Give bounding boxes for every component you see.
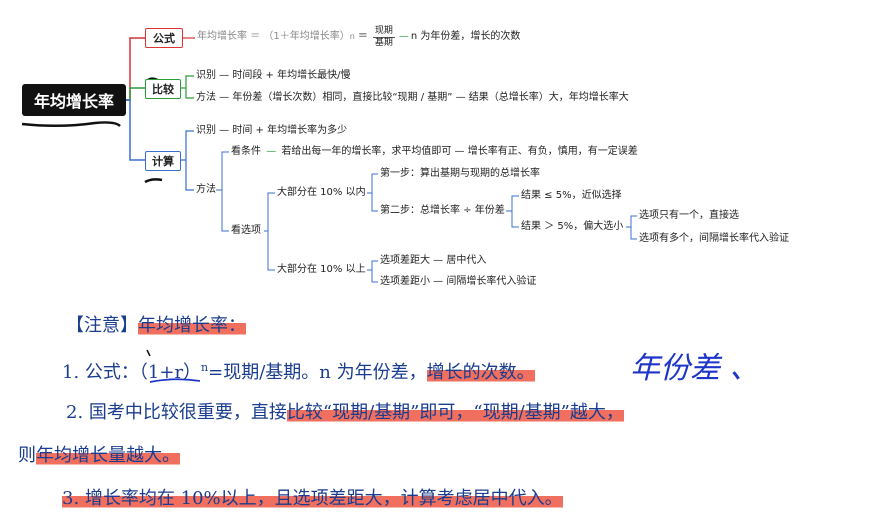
mindmap-root[interactable]: 年均增长率 [22,84,126,116]
formula-fraction: 现期 基期 [372,25,395,48]
note-line-4: 3. 增长率均在 10%以上，且选项差距大，计算考虑居中代入。 [62,488,563,509]
node-formula[interactable]: 公式 [145,28,183,48]
calc-look-opts: 看选项 [231,225,261,236]
note-line-3: 则年均增长量越大。 [18,445,180,466]
calc-option-one: 选项只有一个，直接选 [639,210,739,221]
calc-result-le5: 结果 ≤ 5%，近似选择 [521,190,622,201]
calc-look-cond: 看条件 — 若给出每一年的增长率，求平均值即可 — 增长率有正、有负，慎用，有一… [231,146,638,157]
compare-identify: 识别 — 时间段 + 年均增长最快/慢 [196,70,351,81]
calc-above10: 大部分在 10% 以上 [277,264,366,275]
note-title: 【注意】年均增长率： [66,315,246,336]
calc-within10: 大部分在 10% 以内 [277,187,366,198]
formula-text: 年均增长率 ＝ （1＋年均增长率） n ＝ 现期 基期 — n 为年份差，增长的… [197,25,521,48]
calc-gap-big: 选项差距大 — 居中代入 [380,255,487,266]
node-compare[interactable]: 比较 [145,79,181,99]
calc-method: 方法 [196,184,216,195]
note-line-1: 1. 公式：（1+r）n=现期/基期。n 为年份差，增长的次数。 [62,361,535,383]
handwritten-note: 年份差 、 [630,351,760,386]
compare-method: 方法 — 年份差（增长次数）相同，直接比较“现期 / 基期” — 结果（总增长率… [196,92,629,103]
calc-identify: 识别 — 时间 + 年均增长率为多少 [196,125,348,136]
note-line-2: 2. 国考中比较很重要，直接比较“现期/基期”即可，“现期/基期”越大， [66,402,624,423]
calc-gap-small: 选项差距小 — 间隔增长率代入验证 [380,276,537,287]
calc-option-many: 选项有多个，间隔增长率代入验证 [639,233,789,244]
calc-step2: 第二步：总增长率 ÷ 年份差 [380,205,505,216]
calc-step1: 第一步：算出基期与现期的总增长率 [380,168,540,179]
calc-result-gt5: 结果 ＞ 5%，偏大选小 [521,221,624,232]
node-calc[interactable]: 计算 [145,151,181,171]
